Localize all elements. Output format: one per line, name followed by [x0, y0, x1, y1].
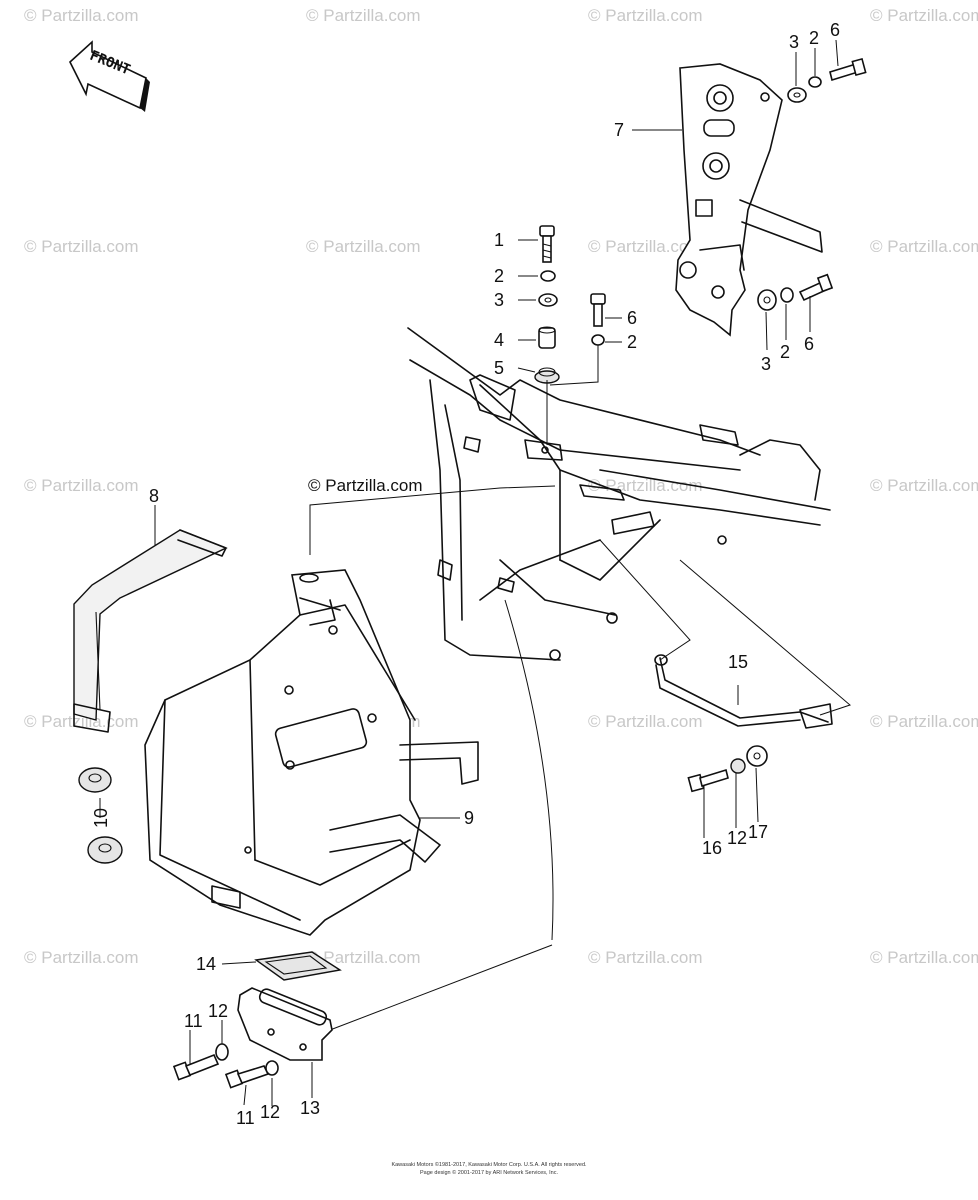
lock-washer-2-top — [808, 76, 822, 88]
callout-3: 3 — [761, 354, 771, 374]
bracket-part-13 — [237, 987, 333, 1061]
watermark-text: © Partzilla.com — [24, 6, 139, 25]
washer-3-right — [757, 289, 777, 311]
nut-10-bottom — [87, 836, 123, 864]
callout-2: 2 — [780, 342, 790, 362]
callout-1: 1 — [494, 230, 504, 250]
lock-washer-2-center — [540, 270, 556, 282]
watermark-text: © Partzilla.com — [870, 948, 978, 967]
callout-5: 5 — [494, 358, 504, 378]
washer-12-left — [215, 1043, 229, 1061]
center-watermark-text: © Partzilla.com — [308, 476, 423, 495]
washer-3-top — [787, 87, 807, 103]
watermark-text: © Partzilla.com — [24, 948, 139, 967]
grommet-5 — [534, 367, 560, 384]
lock-washer-2-center-b — [591, 334, 605, 346]
watermark-text: © Partzilla.com — [306, 237, 421, 256]
watermark-text: © Partzilla.com — [588, 237, 703, 256]
lock-washer-2-right — [780, 287, 794, 303]
callout-2: 2 — [627, 332, 637, 352]
collar-4 — [538, 326, 556, 349]
bolt-16 — [687, 768, 729, 793]
watermark-text: © Partzilla.com — [24, 237, 139, 256]
watermark-text: © Partzilla.com — [870, 712, 978, 731]
callout-10: 10 — [91, 808, 111, 828]
battery-strap-part-8 — [73, 529, 228, 733]
watermark-text: © Partzilla.com — [588, 6, 703, 25]
washer-3-center — [538, 293, 558, 307]
front-arrow-icon: FRONT — [69, 40, 150, 112]
washer-17 — [746, 745, 768, 767]
callout-12: 12 — [727, 828, 747, 848]
watermark-layer: © Partzilla.com © Partzilla.com © Partzill… — [24, 6, 978, 967]
callout-11: 11 — [236, 1108, 255, 1128]
callout-8: 8 — [149, 486, 159, 506]
callout-11: 11 — [184, 1011, 203, 1031]
watermark-text: © Partzilla.com — [870, 476, 978, 495]
watermark-text: © Partzilla.com — [870, 6, 978, 25]
callout-16: 16 — [702, 838, 722, 858]
watermark-text: © Partzilla.com — [588, 712, 703, 731]
watermark-text: © Partzilla.com — [306, 948, 421, 967]
lock-washer-12-rod — [730, 758, 746, 774]
battery-box-part-9 — [144, 569, 479, 936]
callout-6: 6 — [804, 334, 814, 354]
callout-12: 12 — [208, 1001, 228, 1021]
callout-12: 12 — [260, 1102, 280, 1122]
watermark-text: © Partzilla.com — [306, 6, 421, 25]
bolt-11-left — [172, 1053, 220, 1081]
callout-6: 6 — [627, 308, 637, 328]
bolt-11-right — [224, 1065, 270, 1089]
callout-9: 9 — [464, 808, 474, 828]
rear-bracket-part-7 — [675, 63, 823, 337]
stay-rod-part-15 — [654, 654, 833, 729]
washer-12-right — [265, 1060, 279, 1076]
watermark-text: © Partzilla.com — [588, 948, 703, 967]
watermark-text: © Partzilla.com — [870, 237, 978, 256]
watermark-text: © Partzilla.com — [24, 476, 139, 495]
motorcycle-frame — [407, 327, 831, 661]
callout-4: 4 — [494, 330, 504, 350]
callout-6: 6 — [830, 20, 840, 40]
copyright-line-2: Page design © 2001-2017 by ARI Network S… — [420, 1169, 558, 1176]
bolt-1 — [539, 225, 555, 263]
bolt-6-right — [798, 273, 834, 302]
copyright-line-1: Kawasaki Motors ©1981-2017, Kawasaki Mot… — [391, 1161, 587, 1168]
callout-2: 2 — [494, 266, 504, 286]
callout-2: 2 — [809, 28, 819, 48]
callout-labels: 1 2 3 4 5 6 2 7 3 2 6 3 2 6 8 9 10 11 12… — [91, 20, 840, 1128]
callout-3: 3 — [494, 290, 504, 310]
bolt-6-top — [829, 57, 867, 82]
callout-3: 3 — [789, 32, 799, 52]
callout-13: 13 — [300, 1098, 320, 1118]
callout-17: 17 — [748, 822, 768, 842]
callout-15: 15 — [728, 652, 748, 672]
watermark-text: © Partzilla.com — [588, 476, 703, 495]
callout-14: 14 — [196, 954, 216, 974]
nut-10-top — [78, 767, 112, 793]
bolt-6-center — [590, 293, 606, 327]
cushion-part-14 — [254, 951, 342, 981]
callout-7: 7 — [614, 120, 624, 140]
